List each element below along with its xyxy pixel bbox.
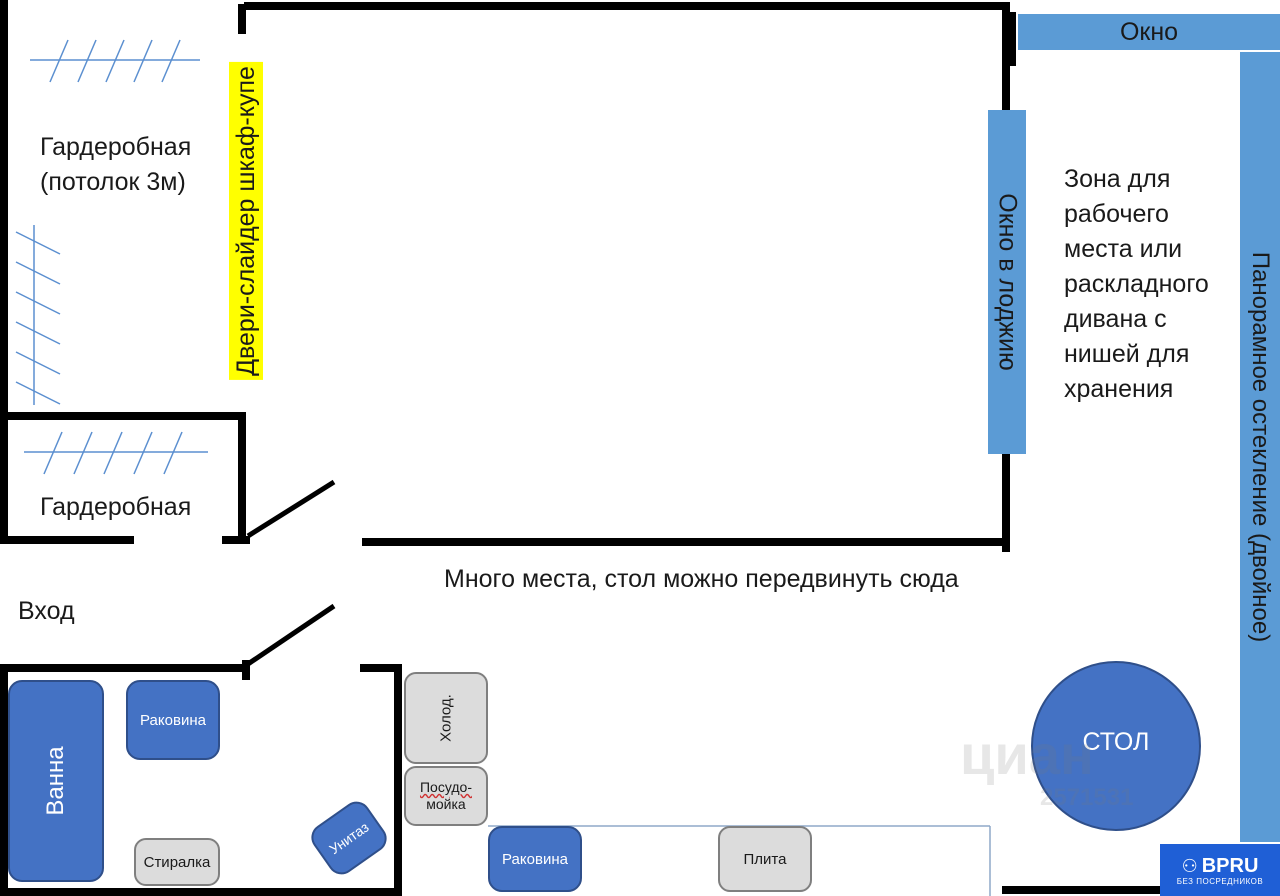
rail-hatch [15, 381, 61, 405]
rail-hatch [133, 39, 153, 83]
loggia-window: Окно в лоджию [988, 110, 1026, 454]
toilet-label: Унитаз [326, 818, 372, 858]
top-window: Окно [1018, 14, 1280, 50]
fridge: Холод. [404, 672, 488, 764]
ceiling-note: (потолок 3м) [40, 168, 186, 196]
door-room [246, 479, 336, 539]
kitchen-sink-label: Раковина [502, 850, 568, 868]
people-icon: ⚇ [1181, 855, 1198, 876]
walls [0, 0, 1164, 896]
rail-hatch [161, 39, 181, 83]
stove: Плита [718, 826, 812, 892]
kitchen-sink: Раковина [488, 826, 582, 892]
work-zone-label: Зона для рабочего места или раскладного … [1064, 162, 1209, 407]
watermark-id: 2571531 [1040, 784, 1134, 811]
washing-machine: Стиралка [134, 838, 220, 886]
rail-hatch [15, 351, 61, 375]
table-label: СТОЛ [1082, 728, 1150, 756]
badge-brand: BPRU [1201, 854, 1259, 877]
rail-hatch [15, 261, 61, 285]
clothes-rails [15, 39, 208, 475]
bath-sink-label: Раковина [140, 711, 206, 729]
bath-sink: Раковина [126, 680, 220, 760]
work-zone-line: нишей для [1064, 340, 1190, 368]
table-shape [1031, 661, 1201, 831]
work-zone-line: раскладного [1064, 270, 1209, 298]
entrance-label: Вход [18, 597, 75, 625]
top-window-label: Окно [1119, 17, 1179, 46]
work-zone-line: Зона для [1064, 165, 1171, 193]
rail-hatch [103, 431, 123, 475]
rail-hatch [15, 321, 61, 345]
doors [246, 479, 336, 667]
work-zone-line: места или [1064, 235, 1183, 263]
dishwasher-label-line1: Посудо- [419, 779, 472, 795]
rail-hatch [15, 291, 61, 315]
rail-hatch [105, 39, 125, 83]
washing-machine-label: Стиралка [143, 853, 211, 871]
room-note: Много места, стол можно передвинуть сюда [444, 565, 959, 593]
badge-brand-row: ⚇ BPRU [1182, 855, 1259, 877]
dishwasher-label-line2: мойка [426, 796, 466, 812]
rail-hatch [77, 39, 97, 83]
rail-hatch [133, 431, 153, 475]
rail-hatch [163, 431, 183, 475]
badge-tagline: БЕЗ ПОСРЕДНИКОВ [1176, 876, 1264, 886]
rail-hatch [43, 431, 63, 475]
bathtub: Ванна [8, 680, 104, 882]
panoramic-label: Панорамное остекление (двойное) [1247, 251, 1274, 643]
dishwasher: Посудо- мойка [404, 766, 488, 826]
bathtub-label: Ванна [42, 746, 69, 816]
bpru-badge[interactable]: ⚇ BPRU БЕЗ ПОСРЕДНИКОВ [1160, 844, 1280, 896]
wardrobe-big-label: Гардеробная (потолок 3м) [40, 130, 191, 200]
sliding-doors-label: Двери-слайдер шкаф-купе [229, 62, 263, 380]
rail-hatch [73, 431, 93, 475]
work-zone-line: дивана с [1064, 305, 1167, 333]
door-bathroom [246, 603, 336, 667]
fridge-label: Холод. [437, 694, 455, 742]
work-zone-line: хранения [1064, 375, 1174, 403]
wardrobe-small-label: Гардеробная [40, 493, 192, 521]
loggia-window-label: Окно в лоджию [993, 193, 1022, 371]
wardrobe-big-title: Гардеробная [40, 133, 192, 161]
watermark-text: циан [960, 723, 1094, 786]
work-zone-line: рабочего [1064, 200, 1169, 228]
panoramic-glazing: Панорамное остекление (двойное) [1240, 52, 1280, 842]
rail-hatch [49, 39, 69, 83]
stove-label: Плита [743, 850, 787, 868]
sliding-doors-label-box: Двери-слайдер шкаф-купе [226, 52, 266, 390]
rail-hatch [15, 231, 61, 255]
